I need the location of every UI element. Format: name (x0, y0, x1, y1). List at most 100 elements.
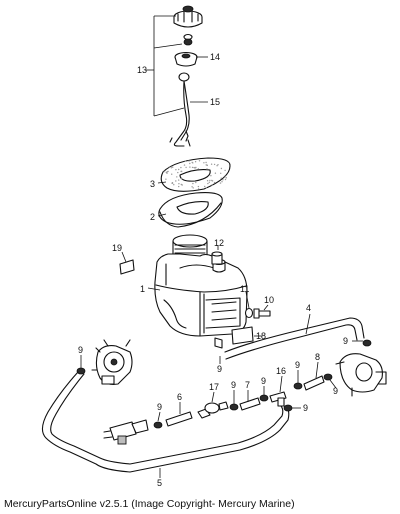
gasket-texture-dot (197, 188, 200, 190)
gasket-texture-dot (172, 166, 174, 168)
callout-14: 14 (210, 52, 220, 62)
callout-9-tee: 9 (261, 376, 266, 386)
gasket-texture-dot (191, 161, 193, 164)
clamp-9g (323, 373, 333, 381)
fuel-pickup-tether (169, 72, 191, 147)
callout-9-row-mid: 9 (231, 380, 236, 390)
gasket-texture-dot (198, 160, 201, 162)
fuel-connector (103, 419, 149, 445)
callout-8: 8 (315, 352, 320, 362)
gasket-texture-dot (217, 164, 219, 166)
leader-lines (80, 15, 363, 478)
gasket-texture-dot (208, 181, 210, 183)
decal-19 (119, 259, 135, 275)
gasket-texture-dot (224, 175, 227, 178)
clamp-9h (362, 339, 372, 347)
hose-4 (224, 317, 365, 360)
gasket-texture-dot (188, 160, 190, 162)
clamp-9f (293, 382, 303, 390)
screw-10 (253, 308, 271, 319)
callout-17: 17 (209, 382, 219, 392)
gasket-texture-dot (176, 176, 178, 178)
gasket-texture-dot (213, 181, 216, 184)
hose-7 (239, 397, 261, 411)
gasket-texture-dot (220, 177, 222, 179)
hose-5 (41, 371, 290, 473)
filler-cap (173, 5, 203, 28)
vent-fitting (211, 251, 223, 265)
gasket-texture-dot (210, 175, 212, 177)
gasket-texture-dot (175, 180, 177, 182)
callout-15: 15 (210, 97, 220, 107)
callout-9-right-top: 9 (343, 336, 348, 346)
callout-2: 2 (150, 212, 155, 222)
sealing-ring (158, 192, 223, 228)
gasket-texture-dot (171, 182, 174, 184)
gasket-texture-dot (178, 183, 180, 185)
gasket-texture-dot (168, 166, 171, 168)
callout-1: 1 (140, 284, 145, 294)
clamp-9b (153, 421, 163, 429)
gasket-texture-dot (170, 167, 173, 169)
callout-6: 6 (177, 392, 182, 402)
gasket-texture-dot (178, 179, 180, 181)
washer-11 (244, 307, 254, 319)
callout-4: 4 (306, 303, 311, 313)
gasket-texture-dot (220, 167, 223, 170)
gasket-texture-dot (194, 167, 196, 169)
callout-labels: 13 14 15 3 2 19 12 1 11 10 4 18 9 9 9 8 … (78, 52, 348, 488)
callout-9-tank: 9 (217, 364, 222, 374)
hose-8 (303, 375, 325, 391)
gasket-texture-dot (220, 172, 222, 174)
gasket-texture-dot (185, 166, 187, 169)
tank-gasket (160, 157, 231, 192)
gasket-texture-dot (181, 170, 183, 172)
decal-18 (231, 326, 254, 345)
gasket-texture-dot (171, 173, 173, 175)
gasket-texture-dot (205, 164, 207, 166)
callout-11: 11 (240, 284, 249, 294)
filler-flange (174, 51, 198, 67)
gasket-texture-dot (211, 179, 213, 182)
gasket-texture-dot (189, 162, 191, 165)
clamp-9a (76, 367, 86, 375)
gasket-texture-dot (197, 185, 200, 188)
copyright-footer: MercuryPartsOnline v2.5.1 (Image Copyrig… (4, 498, 295, 510)
gasket-texture-dot (211, 184, 213, 186)
callout-18: 18 (256, 331, 266, 341)
gasket-texture-dot (222, 179, 224, 181)
gasket-texture-dot (175, 169, 177, 171)
gasket-texture-dot (225, 177, 227, 179)
gasket-texture-dot (206, 180, 209, 182)
gasket-texture-dot (177, 171, 179, 174)
callout-16: 16 (276, 366, 286, 376)
callout-9-row-left: 9 (157, 402, 162, 412)
gasket-texture-dot (210, 163, 213, 165)
fuel-filter-pump (335, 353, 387, 397)
hose-6 (165, 411, 193, 427)
gasket-texture-dot (221, 181, 223, 183)
clamp-9d (259, 394, 269, 402)
filter-17 (197, 401, 229, 419)
cap-retainer-clip (183, 33, 193, 46)
gasket-texture-dot (195, 181, 197, 184)
gasket-texture-dot (184, 160, 186, 162)
gasket-texture-dot (197, 168, 200, 170)
clamp-9e (283, 404, 293, 412)
callout-3: 3 (150, 179, 155, 189)
gasket-texture-dot (216, 165, 218, 167)
gasket-texture-dot (224, 169, 226, 172)
fuel-pump (91, 339, 133, 385)
callout-5: 5 (157, 478, 162, 488)
gasket-texture-dot (207, 182, 209, 185)
callout-9-right-low: 9 (333, 386, 338, 396)
tee-16 (269, 391, 287, 407)
gasket-texture-dot (192, 187, 194, 189)
callout-19: 19 (112, 243, 122, 253)
callout-13: 13 (137, 65, 147, 75)
gasket-texture-dot (204, 185, 206, 188)
callout-9-pump-left: 9 (78, 345, 83, 355)
gasket-texture-dot (180, 166, 182, 169)
